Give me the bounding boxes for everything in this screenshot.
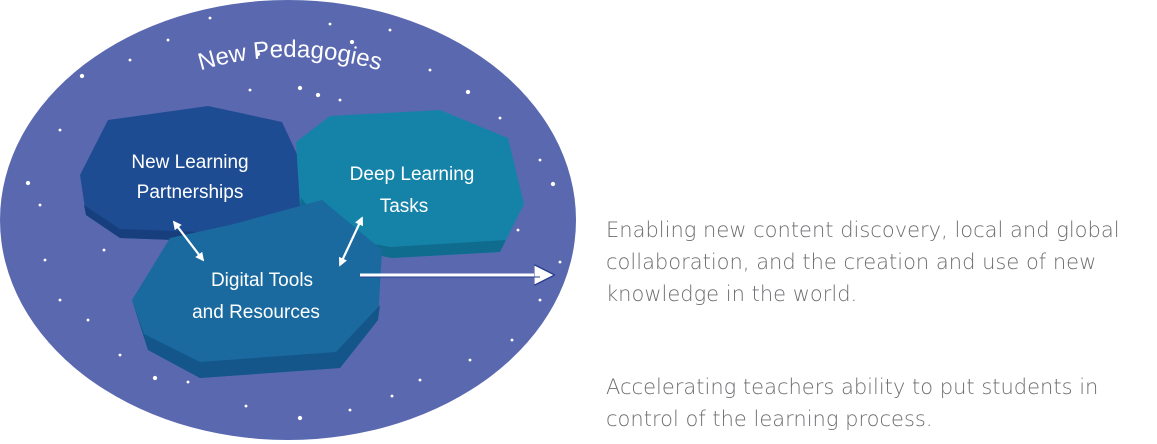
star-dot xyxy=(418,378,422,382)
star-dot xyxy=(315,92,321,98)
star-dot xyxy=(550,181,556,187)
star-dot xyxy=(278,44,282,48)
star-dot xyxy=(43,258,47,262)
star-dot xyxy=(166,38,170,42)
star-dot xyxy=(498,116,502,120)
star-dot xyxy=(58,128,62,132)
tools-label-line-2: and Resources xyxy=(192,302,320,323)
tasks-label-line-2: Tasks xyxy=(380,196,429,217)
star-dot xyxy=(328,22,332,26)
partnerships-tools-arrow xyxy=(172,220,205,262)
star-dot xyxy=(79,73,85,79)
star-dot xyxy=(128,58,132,62)
star-dot xyxy=(468,358,472,362)
pedagogy-diagram: New Pedagogies New Learning Partnerships… xyxy=(0,0,576,440)
star-dot xyxy=(102,248,106,252)
tasks-tools-arrow xyxy=(338,216,364,267)
star-dot xyxy=(465,89,471,95)
star-dot xyxy=(297,415,303,421)
star-dot xyxy=(255,51,261,57)
tasks-label-line-1: Deep Learning xyxy=(350,164,475,185)
star-dot xyxy=(348,408,352,412)
partnerships-label-line-1: New Learning xyxy=(131,152,248,173)
star-dot xyxy=(516,228,520,232)
star-dot xyxy=(186,380,190,384)
star-dot xyxy=(428,68,432,72)
star-dot xyxy=(349,39,355,45)
star-dot xyxy=(208,16,212,20)
star-dot xyxy=(538,158,542,162)
star-dot xyxy=(118,353,122,357)
star-dot xyxy=(25,180,31,186)
tools-label-line-1: Digital Tools xyxy=(211,270,313,291)
star-dot xyxy=(390,394,394,398)
star-dot xyxy=(558,260,562,264)
star-dot xyxy=(244,404,248,408)
star-dot xyxy=(538,298,542,302)
star-dot xyxy=(58,298,62,302)
description-paragraph-2: Accelerating teachers ability to put stu… xyxy=(606,375,1099,431)
star-dot xyxy=(86,318,90,322)
star-dot xyxy=(38,203,42,207)
partnerships-label-line-2: Partnerships xyxy=(137,182,244,203)
description-paragraph-1: Enabling new content discovery, local an… xyxy=(606,218,1120,306)
star-dot xyxy=(338,98,342,102)
star-dot xyxy=(297,85,303,91)
star-dot xyxy=(248,88,252,92)
star-dot xyxy=(388,28,392,32)
star-dot xyxy=(152,375,158,381)
star-dot xyxy=(510,338,514,342)
